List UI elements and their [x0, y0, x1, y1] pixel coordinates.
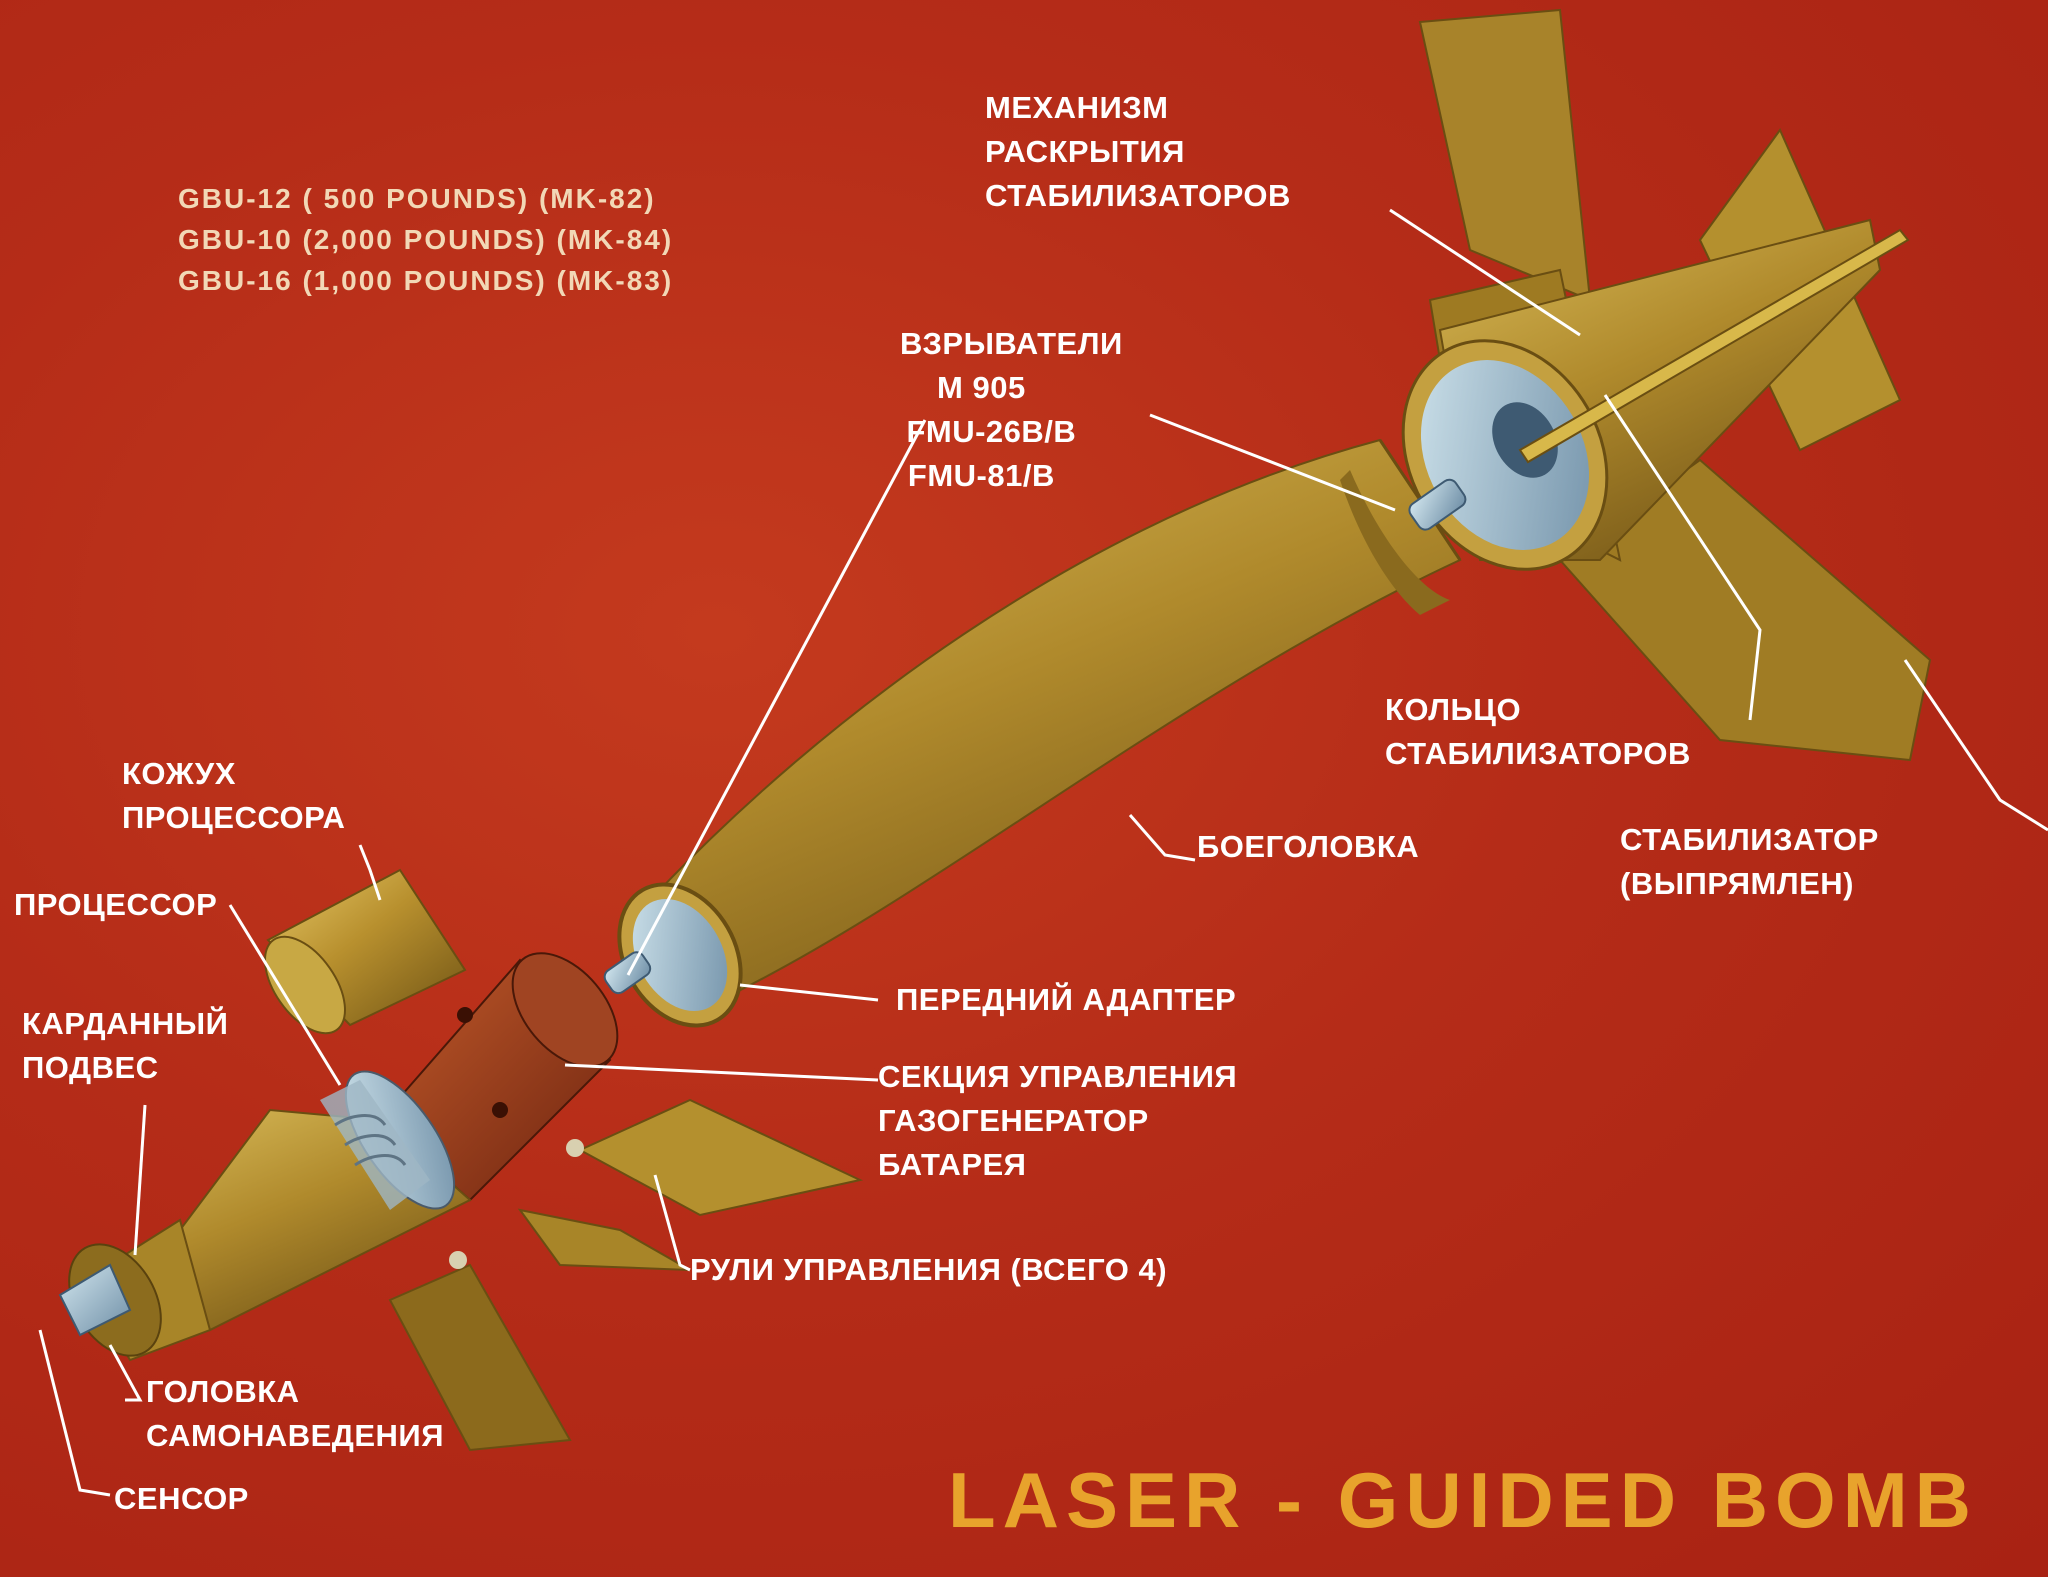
label-canards: РУЛИ УПРАВЛЕНИЯ (ВСЕГО 4): [690, 1252, 1168, 1287]
label-line: КОЛЬЦО: [1385, 692, 1522, 727]
label-processor-housing: КОЖУХ ПРОЦЕССОРА: [122, 752, 345, 840]
label-fin-ring: КОЛЬЦО СТАБИЛИЗАТОРОВ: [1385, 688, 1691, 776]
label-line: ГОЛОВКА: [146, 1374, 300, 1409]
label-control-section: СЕКЦИЯ УПРАВЛЕНИЯ ГАЗОГЕНЕРАТОР БАТАРЕЯ: [878, 1055, 1237, 1187]
label-fuzes: ВЗРЫВАТЕЛИ М 905 FMU-26B/B FMU-81/B: [900, 322, 1123, 498]
canard-fins: [388, 1098, 864, 1452]
warhead-body: [648, 438, 1467, 1002]
label-line: FMU-26B/B: [906, 414, 1077, 449]
variant-gbu10: GBU-10 (2,000 POUNDS) (MK-84): [178, 224, 674, 255]
label-gimbal: КАРДАННЫЙ ПОДВЕС: [22, 1002, 228, 1090]
tail-fin-upper: [1418, 8, 1592, 302]
variant-gbu16: GBU-16 (1,000 POUNDS) (MK-83): [178, 265, 674, 296]
label-line: СТАБИЛИЗАТОР: [1620, 822, 1879, 857]
label-line: КАРДАННЫЙ: [22, 1006, 229, 1041]
label-forward-adapter: ПЕРЕДНИЙ АДАПТЕР: [896, 982, 1237, 1017]
label-line: СТАБИЛИЗАТОРОВ: [1385, 736, 1691, 771]
label-line: (ВЫПРЯМЛЕН): [1620, 866, 1854, 901]
label-line: МЕХАНИЗМ: [985, 90, 1169, 125]
forward-adapter: [603, 882, 743, 1028]
label-sensor: СЕНСОР: [114, 1481, 249, 1516]
label-line: М 905: [937, 370, 1026, 405]
label-line: FMU-81/B: [907, 458, 1055, 493]
label-processor: ПРОЦЕССОР: [14, 887, 218, 922]
label-fin-extended: СТАБИЛИЗАТОР (ВЫПРЯМЛЕН): [1620, 818, 1879, 906]
label-line: СЕКЦИЯ УПРАВЛЕНИЯ: [878, 1059, 1238, 1094]
label-warhead: БОЕГОЛОВКА: [1197, 829, 1420, 864]
leader-lines: [38, 208, 2048, 1497]
diagram-title: LASER - GUIDED BOMB: [948, 1456, 1978, 1544]
variant-gbu12: GBU-12 ( 500 POUNDS) (MK-82): [178, 183, 656, 214]
label-fin-deploy-mechanism: МЕХАНИЗМ РАСКРЫТИЯ СТАБИЛИЗАТОРОВ: [985, 86, 1291, 218]
label-line: ГАЗОГЕНЕРАТОР: [878, 1103, 1149, 1138]
label-seeker-head: ГОЛОВКА САМОНАВЕДЕНИЯ: [146, 1370, 444, 1458]
label-line: ВЗРЫВАТЕЛИ: [900, 326, 1123, 361]
label-line: БАТАРЕЯ: [878, 1147, 1027, 1182]
label-line: САМОНАВЕДЕНИЯ: [146, 1418, 444, 1453]
label-line: РАСКРЫТИЯ: [985, 134, 1185, 169]
label-line: ПРОЦЕССОРА: [122, 800, 346, 835]
seeker-body: [58, 1070, 472, 1362]
processor-housing: [264, 868, 467, 1035]
label-line: КОЖУХ: [122, 756, 236, 791]
label-line: СТАБИЛИЗАТОРОВ: [985, 178, 1291, 213]
label-line: ПОДВЕС: [22, 1050, 159, 1085]
